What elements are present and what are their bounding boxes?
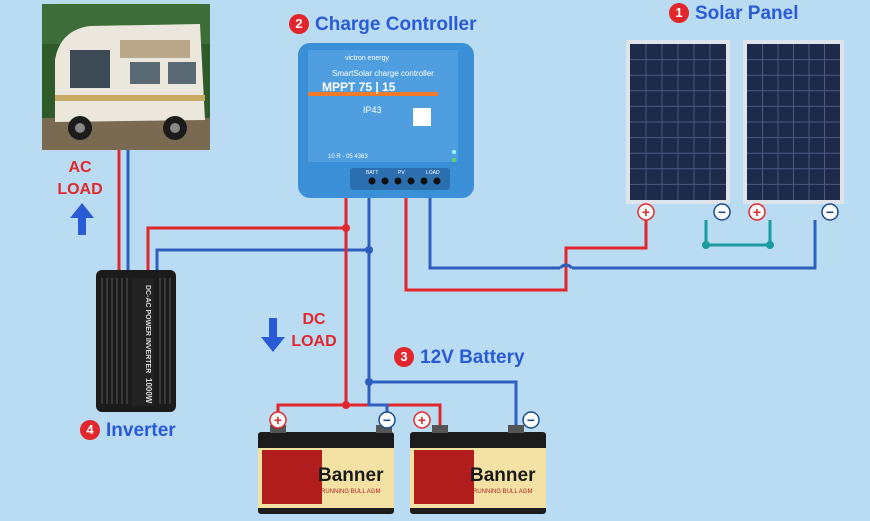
camper-van-photo	[42, 4, 210, 150]
inverter-positive-wire	[146, 226, 346, 272]
controller-terminal-batt: BATT	[366, 170, 378, 176]
battery-negative-link-right	[369, 380, 518, 425]
battery-title: 12V Battery	[420, 347, 525, 368]
controller-subtitle: SmartSolar charge controller	[332, 69, 434, 78]
charge-controller-number-badge: 2	[289, 14, 309, 34]
solar-panel-number-badge: 1	[669, 3, 689, 23]
terminal-markers: + − + − + − + −	[269, 203, 839, 429]
controller-serial: 10 R - 05 4363	[328, 154, 368, 160]
battery-1-plus: +	[274, 412, 282, 428]
pv-wire-crossover	[558, 263, 574, 270]
charge-controller-label: 2 Charge Controller	[289, 14, 477, 36]
battery-1	[258, 425, 394, 514]
pv-negative-wire-a	[428, 196, 560, 270]
inverter-label: 4 Inverter	[80, 420, 176, 442]
dc-load-label: DC LOAD	[284, 309, 344, 353]
battery-2	[410, 425, 546, 514]
solar-panel-label: 1 Solar Panel	[669, 3, 799, 25]
panel-1-minus: −	[718, 204, 726, 220]
battery-2-minus: −	[527, 412, 535, 428]
battery-2-subtitle: RUNNING BULL AGM	[473, 489, 532, 495]
pv-negative-wire-b	[572, 220, 817, 270]
junction-dots	[342, 224, 774, 409]
battery-2-plus: +	[418, 412, 426, 428]
inverter-rating: 1000W	[144, 378, 153, 404]
inverter-text: DC-AC POWER INVERTER	[144, 285, 151, 373]
battery-1-subtitle: RUNNING BULL AGM	[321, 489, 380, 495]
solar-panel-1	[626, 40, 730, 204]
controller-ip-rating: IP43	[363, 105, 382, 115]
inverter-number-badge: 4	[80, 420, 100, 440]
ac-load-label: AC LOAD	[50, 157, 110, 201]
ac-load-up-arrow-icon	[70, 203, 94, 235]
inverter-negative-wire	[155, 248, 369, 272]
panel-1-plus: +	[642, 204, 650, 220]
battery-2-brand: Banner	[470, 465, 536, 486]
charge-controller	[298, 43, 474, 198]
ac-load-line2: LOAD	[57, 181, 103, 198]
battery-1-minus: −	[383, 412, 391, 428]
ac-load-line1: AC	[68, 159, 92, 176]
battery-label: 3 12V Battery	[394, 347, 525, 369]
controller-model: MPPT 75 | 15	[322, 80, 396, 94]
controller-brand: victron energy	[345, 55, 389, 62]
solar-panel-2	[743, 40, 844, 204]
panel-2-minus: −	[826, 204, 834, 220]
panel-2-plus: +	[753, 204, 761, 220]
panel-series-link	[704, 220, 772, 247]
controller-terminal-load: LOAD	[426, 170, 440, 176]
dc-load-down-arrow-icon	[261, 318, 285, 352]
charge-controller-title: Charge Controller	[315, 14, 477, 35]
pv-positive-wire	[404, 196, 648, 292]
dc-load-line1: DC	[302, 311, 326, 328]
battery-number-badge: 3	[394, 347, 414, 367]
inverter-device	[96, 270, 176, 412]
controller-terminal-pv: PV	[398, 170, 405, 176]
solar-panel-title: Solar Panel	[695, 3, 799, 24]
battery-1-brand: Banner	[318, 465, 384, 486]
dc-load-line2: LOAD	[291, 333, 337, 350]
inverter-title: Inverter	[106, 420, 176, 441]
